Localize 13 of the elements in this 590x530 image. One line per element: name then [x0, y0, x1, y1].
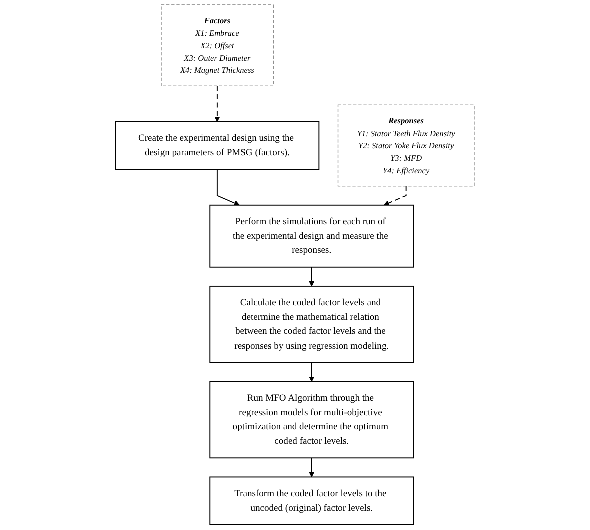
arrow: [384, 186, 407, 206]
node-box: Factors X1: Embrace X2: Offset X3: Outer Diameter X4: Magnet Thickness: [161, 4, 274, 86]
node-box: Calculate the coded factor levels and determine the mathematical relation between the coded factor levels and the responses by using regression modeling.: [210, 286, 414, 364]
arrow: [216, 169, 240, 206]
arrow: [309, 266, 315, 287]
arrow: [309, 362, 315, 382]
node-box: Run MFO Algorithm through the regression models for multi-objective optimization and determine the optimum coded factor levels.: [210, 381, 414, 459]
node-box: Responses Y1: Stator Teeth Flux Density Y2: Stator Yoke Flux Density Y3: MFD Y4: Efficiency: [338, 104, 475, 187]
arrow: [214, 86, 220, 122]
node-box: Transform the coded factor levels to the uncoded (original) factor levels.: [210, 476, 414, 526]
node-box: Perform the simulations for each run of the experimental design and measure the responses.: [210, 204, 414, 268]
node-box: Create the experimental design using the design parameters of PMSG (factors).: [115, 121, 320, 170]
arrow: [309, 458, 315, 478]
